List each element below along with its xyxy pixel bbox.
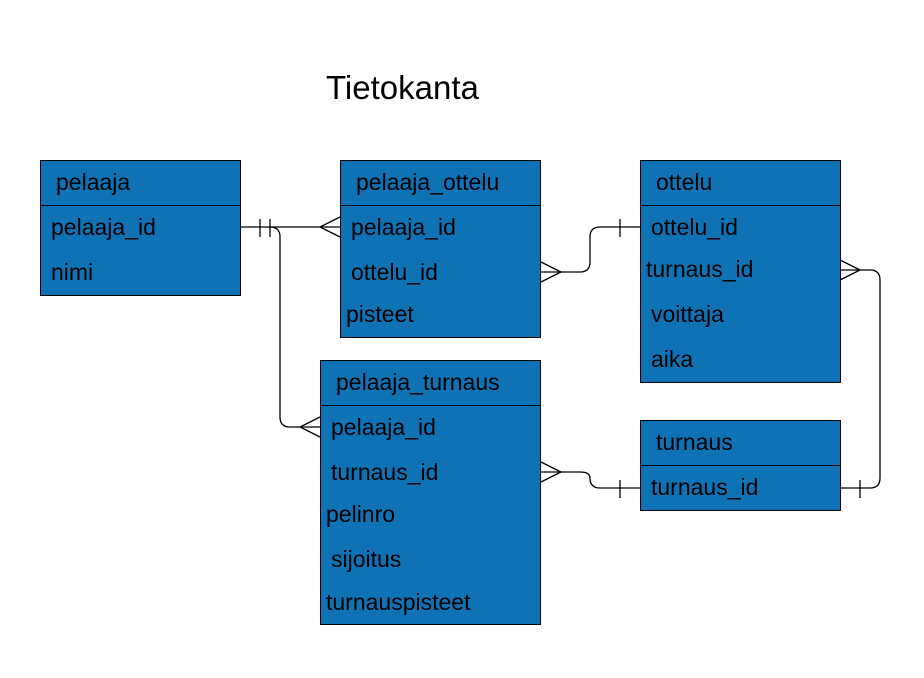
many-marker	[839, 259, 862, 281]
field-turnaus-id: turnaus_id	[331, 459, 439, 485]
field-pelaaja-id: pelaaja_id	[331, 414, 436, 440]
entity-pelaaja-ottelu[interactable]: pelaaja_ottelu pelaaja_id ottelu_id pist…	[340, 160, 541, 338]
entity-name: pelaaja_ottelu	[341, 161, 540, 206]
field-ottelu-id: ottelu_id	[651, 214, 738, 240]
entity-pelaaja[interactable]: pelaaja pelaaja_id nimi	[40, 160, 241, 296]
entity-name: turnaus	[641, 421, 840, 466]
many-marker	[298, 416, 321, 438]
field-turnaus-id: turnaus_id	[651, 474, 759, 500]
field-voittaja: voittaja	[651, 301, 724, 327]
rel-ottelu-pelaaja-ottelu	[541, 226, 640, 273]
entity-ottelu[interactable]: ottelu ottelu_id turnaus_id voittaja aik…	[640, 160, 841, 383]
many-marker	[540, 261, 563, 283]
field-pelaaja-id: pelaaja_id	[351, 214, 456, 240]
field-sijoitus: sijoitus	[331, 546, 402, 572]
rel-pelaaja-pelaaja-turnaus	[269, 226, 320, 428]
field-pelinro: pelinro	[326, 501, 396, 527]
diagram-title: Tietokanta	[326, 69, 479, 106]
many-marker	[540, 461, 563, 483]
field-ottelu-id: ottelu_id	[351, 259, 438, 285]
entity-name: pelaaja	[41, 161, 240, 206]
entity-turnaus[interactable]: turnaus turnaus_id	[640, 420, 841, 511]
field-aika: aika	[651, 346, 694, 372]
rel-turnaus-pelaaja-turnaus	[541, 471, 640, 489]
field-turnaus-id: turnaus_id	[646, 256, 754, 282]
entity-name: ottelu	[641, 161, 840, 206]
field-pisteet: pisteet	[346, 301, 414, 327]
field-nimi: nimi	[51, 259, 94, 285]
entity-pelaaja-turnaus[interactable]: pelaaja_turnaus pelaaja_id turnaus_id pe…	[320, 360, 541, 625]
rel-turnaus-ottelu	[840, 269, 881, 489]
entity-name: pelaaja_turnaus	[321, 361, 540, 406]
field-turnauspisteet: turnauspisteet	[326, 589, 471, 615]
many-marker	[318, 216, 341, 238]
field-pelaaja-id: pelaaja_id	[51, 214, 156, 240]
